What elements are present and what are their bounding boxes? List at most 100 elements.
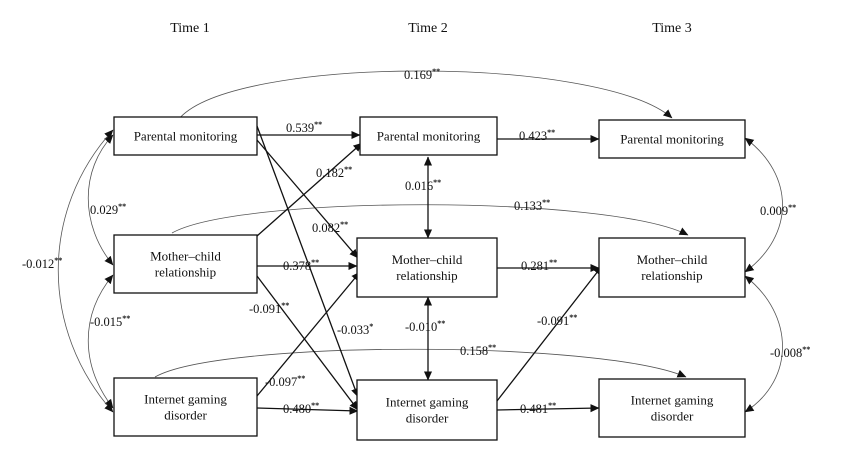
path-igd1-igd2 [256,406,359,415]
coef-significance: ** [314,120,322,129]
coef-value: -0.033 [337,323,369,337]
box-igd2-label-0: Internet gaming [386,395,469,410]
coef-value: -0.015 [90,315,122,329]
coef-value: 0.182 [316,166,344,180]
coef-mc2-mc3: 0.281** [521,258,557,273]
path-igd1-igd3 [154,348,687,378]
coef-significance: ** [569,313,577,322]
coef-significance: ** [311,258,319,267]
path-mc1-igd1 [87,274,114,409]
path-pm1-igd2 [256,125,359,398]
path-mc3-igd3 [744,275,783,413]
box-igd3-label-1: disorder [651,409,694,424]
coef-value: 0.009 [760,204,788,218]
coef-pm1-pm2: 0.539** [286,120,322,135]
coef-significance: ** [548,401,556,410]
coef-significance: ** [788,203,796,212]
box-mc1-label-0: Mother–child [150,249,221,264]
box-mc2-label-1: relationship [396,268,457,283]
box-mc2-frame [356,237,498,298]
coef-significance: ** [344,165,352,174]
box-mc1-frame [113,234,258,294]
path-mc1-pm2 [256,142,363,237]
box-pm2-frame [359,116,498,156]
coef-value: -0.008 [770,346,802,360]
coef-value: 0.480 [283,402,311,416]
coef-pm1-mc2: 0.082** [312,220,348,235]
header-time-2: Time 2 [408,21,448,36]
box-igd1-frame [113,377,258,437]
header-time-3: Time 3 [652,21,692,36]
coef-igd2-mc3: -0.091** [537,313,577,328]
coef-significance: ** [432,67,440,76]
box-mc1-label-1: relationship [155,265,216,280]
path-pm1-pm3 [177,70,673,121]
box-igd3-label-0: Internet gaming [631,393,714,408]
box-igd3-frame [598,378,746,438]
coef-igd1-igd2: 0.480** [283,401,319,416]
header-time-1: Time 1 [170,21,210,36]
coef-value: 0.378 [283,259,311,273]
box-igd1-label-1: disorder [164,408,207,423]
coef-value: -0.097 [265,375,297,389]
coef-significance: ** [542,198,550,207]
box-pm3-label-0: Parental monitoring [620,132,724,147]
path-mc1-mc3 [171,204,689,236]
path-igd1-mc2 [256,271,361,397]
coef-value: 0.281 [521,259,549,273]
box-pm3-frame [598,119,746,159]
coef-significance: ** [118,202,126,211]
coef-value: -0.010 [405,320,437,334]
coef-value: 0.133 [514,199,542,213]
coef-significance: ** [549,258,557,267]
coef-igd1-mc2: -0.097** [265,374,305,389]
coef-significance: ** [488,343,496,352]
box-igd1-label-0: Internet gaming [144,392,227,407]
coef-significance: ** [433,178,441,187]
coef-mc1-mc3: 0.133** [514,198,550,213]
coef-pm1-mc1: 0.029** [90,202,126,217]
coef-significance: ** [297,374,305,383]
coef-pm2-pm3: 0.423** [519,128,555,143]
box-pm2: Parental monitoring [359,116,498,156]
coef-value: 0.082 [312,221,340,235]
coef-significance: ** [311,401,319,410]
coef-mc1-igd1: -0.015** [90,314,130,329]
coef-igd2-igd3: 0.481** [520,401,556,416]
coef-value: -0.012 [22,257,54,271]
coef-mc1-mc2: 0.378** [283,258,319,273]
coefficient-labels: 0.169**0.539**0.423**0.182**0.016**0.029… [22,67,810,416]
coef-value: -0.091 [249,302,281,316]
coef-igd1-igd3: 0.158** [460,343,496,358]
coef-significance: ** [340,220,348,229]
coef-pm3-mc3: 0.009** [760,203,796,218]
coef-significance: ** [802,345,810,354]
box-mc3-label-1: relationship [641,268,702,283]
path-pm1-mc1 [87,134,114,266]
box-igd2-frame [356,379,498,441]
path-pm1-igd1 [58,129,114,413]
coef-value: 0.016 [405,179,433,193]
path-pm1-mc2 [256,139,359,259]
box-pm1-label-0: Parental monitoring [134,129,238,144]
coef-significance: ** [547,128,555,137]
box-mc3-frame [598,237,746,298]
coef-mc3-igd3: -0.008** [770,345,810,360]
coef-pm1-igd1: -0.012** [22,256,62,271]
box-pm2-label-0: Parental monitoring [377,129,481,144]
coef-value: 0.539 [286,121,314,135]
coef-significance: ** [54,256,62,265]
coef-value: 0.423 [519,129,547,143]
path-mc1-igd2 [256,275,359,411]
coef-pm1-igd2: -0.033* [337,322,373,337]
coef-mc2-igd2: -0.010** [405,319,445,334]
box-igd2-label-1: disorder [406,411,449,426]
path-igd2-igd3 [496,404,600,413]
coef-pm2-mc2: 0.016** [405,178,441,193]
